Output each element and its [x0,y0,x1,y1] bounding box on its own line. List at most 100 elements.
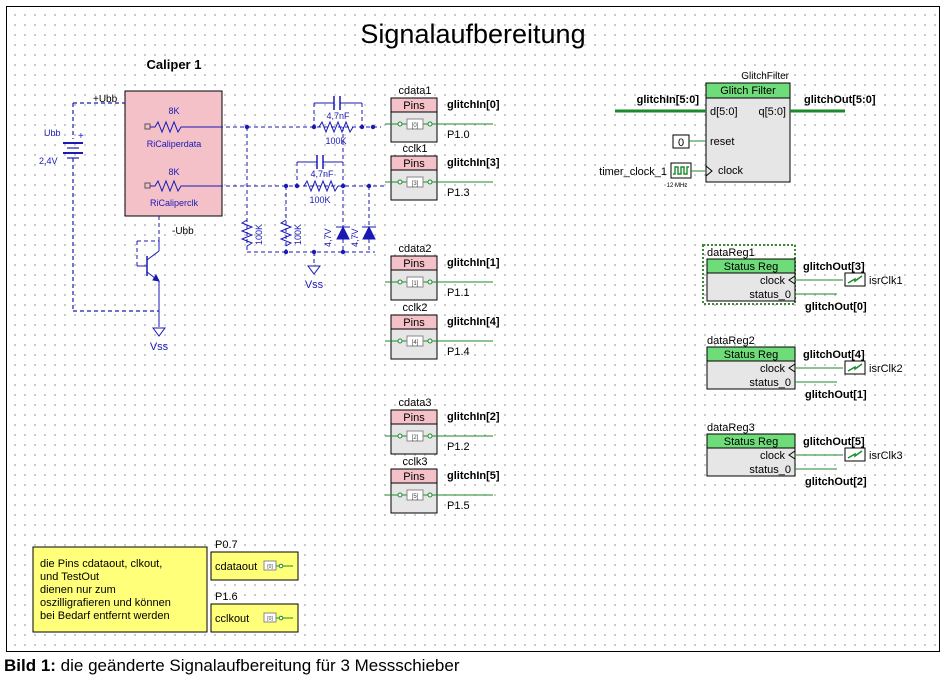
battery-voltage: 2,4V [39,156,58,166]
pin-name: cclk2 [402,302,427,314]
filter-wires [219,103,387,265]
interrupt-icon[interactable] [844,272,866,287]
r1-name: RiCaliperdata [147,139,202,149]
interrupt-icon[interactable] [844,447,866,462]
note-line: und TestOut [40,571,99,583]
glitchfilter-clock-port: clock [718,165,744,177]
clock-input-marker [705,165,713,177]
status-reg-status-port: status_0 [749,289,791,301]
status-reg-status-port: status_0 [749,464,791,476]
ubb-plus-label: +Ubb [93,94,118,105]
note-box [32,546,208,633]
glitchfilter-instance: GlitchFilter [741,71,789,82]
output-pin-port: P1.6 [215,591,238,603]
pin-header: Pins [403,317,425,329]
status-reg-instance: dataReg1 [707,247,755,259]
battery-plus-sign: + [78,131,84,142]
note-line: die Pins cdataout, clkout, [40,558,162,570]
pin-header: Pins [403,412,425,424]
capacitor-2 [297,155,343,169]
resistor-pulldown-1 [240,219,254,247]
status-reg-instance: dataReg3 [707,422,755,434]
pin-signal-label: glitchIn[4] [447,316,500,328]
note-line: oszilligrafieren und können [40,597,171,609]
status-reg-clock-port: clock [760,363,786,375]
schematic-sheet: Signalaufbereitung Caliper 1 8K RiCalipe… [6,6,940,652]
clock-frequency: 12 MHz [667,183,688,189]
vss-ground-mid [307,265,321,275]
battery-symbol [63,102,159,312]
pin-header: Pins [403,158,425,170]
r2-name: RiCaliperclk [150,198,199,208]
schematic-title: Signalaufbereitung [360,19,586,49]
output-pin-name: cdataout [215,561,257,573]
glitchfilter-in-port: d[5:0] [710,106,738,118]
pin-port-label: P1.1 [447,287,470,299]
pin-signal-label: glitchIn[1] [447,257,500,269]
zener-diode-2 [362,225,376,252]
status-reg-clk-signal: glitchOut[4] [803,349,865,361]
output-pin-cclkout[interactable]: P1.6 cclkout [0] [210,591,299,633]
transistor-symbol [136,216,160,327]
note-line: dienen nur zum [40,584,116,596]
pin-name: cclk3 [402,456,427,468]
res2-label: 100K [309,195,330,205]
resistor-ricaliperdata [144,120,219,134]
pin-index: [2] [412,435,419,441]
caliper-title: Caliper 1 [147,57,202,72]
output-pin-index: [0] [267,616,273,622]
pin-signal-label: glitchIn[0] [447,99,500,111]
capacitor-1 [314,96,362,110]
zener1-label: 4,7V [323,228,333,247]
status-reg-data-signal: glitchOut[0] [805,301,867,313]
status-reg-clk-signal: glitchOut[5] [803,436,865,448]
status-reg-status-port: status_0 [749,377,791,389]
pin-header: Pins [403,471,425,483]
isr-label: isrClk2 [869,363,903,375]
pin-index: [3] [412,181,419,187]
caption-text: die geänderte Signalaufbereitung für 3 M… [55,656,460,675]
output-pin-port: P0.7 [215,539,238,551]
status-reg-instance: dataReg2 [707,335,755,347]
pin-name: cclk1 [402,143,427,155]
note-line: bei Bedarf entfernt werden [40,610,170,622]
status-reg-header: Status Reg [724,349,778,361]
resistor-pulldown-2 [279,219,293,247]
pd2-label: 100K [293,224,303,245]
res1-label: 100K [325,136,346,146]
resistor-series-1 [318,120,354,134]
caption-bold: Bild 1: [4,656,56,675]
pin-signal-label: glitchIn[5] [447,470,500,482]
pin-name: cdata1 [398,85,431,97]
pin-port-label: P1.3 [447,187,470,199]
pin-port-label: P1.0 [447,129,470,141]
cap1-label: 4,7nF [326,111,350,121]
clock-source-icon[interactable] [670,162,692,179]
pin-header: Pins [403,100,425,112]
vss-ground-left [152,327,166,337]
output-pin-name: cclkout [215,613,249,625]
pin-index: [0] [412,123,419,129]
glitch-filter-block[interactable] [705,82,791,183]
caliper-block[interactable] [124,90,223,217]
clock-source-label: timer_clock_1 [599,166,667,178]
status-reg-header: Status Reg [724,261,778,273]
interrupt-icon[interactable] [844,360,866,375]
reset-value: 0 [678,137,684,149]
glitchout-bus-label: glitchOut[5:0] [804,94,876,106]
vss-label-mid: Vss [305,279,324,291]
pin-port-label: P1.2 [447,441,470,453]
ubb-minus-label: -Ubb [172,226,194,237]
pin-index: [1] [412,281,419,287]
zener-diode-1 [336,225,350,252]
